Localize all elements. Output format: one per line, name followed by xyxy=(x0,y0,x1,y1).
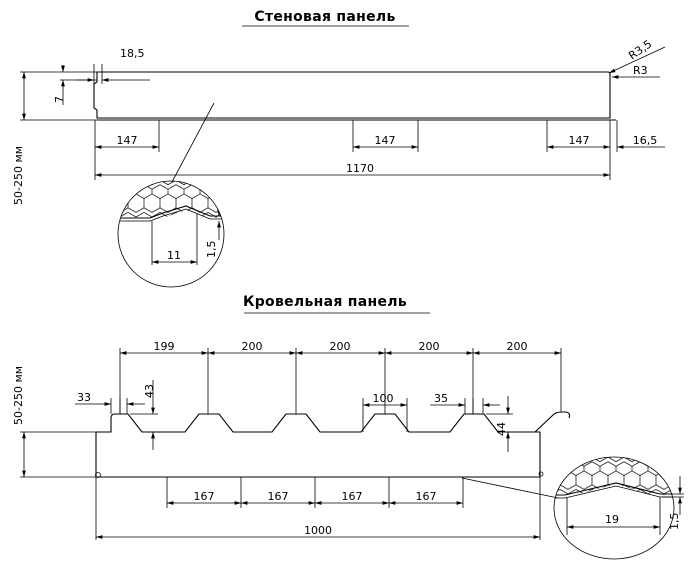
rib-detail-dimensions xyxy=(75,380,513,452)
rib-top-right-label: 35 xyxy=(434,392,448,405)
wall-total-width-label: 1170 xyxy=(346,162,374,175)
wall-detail-circle xyxy=(117,180,225,288)
roof-detail-circle xyxy=(553,456,675,560)
rib-pitch-label: 200 xyxy=(507,340,528,353)
rib-right-label: 147 xyxy=(569,134,590,147)
wall-rib-dimensions xyxy=(94,120,665,180)
bottom-pitch-label: 167 xyxy=(416,490,437,503)
rib-pitch-label: 199 xyxy=(154,340,175,353)
bottom-pitch-label: 167 xyxy=(342,490,363,503)
roof-pitch-dimensions xyxy=(119,348,562,414)
roof-detail-width-label: 19 xyxy=(605,513,619,526)
roof-panel-title: Кровельная панель xyxy=(243,294,407,310)
groove-dimensions xyxy=(60,64,150,105)
wall-detail-leader xyxy=(171,102,215,183)
rib-left-label: 147 xyxy=(117,134,138,147)
wall-detail-depth-label: 1,5 xyxy=(205,241,218,259)
wall-panel-body xyxy=(93,71,616,121)
wall-thickness-dimension xyxy=(20,71,97,121)
rib-top-middle-label: 100 xyxy=(373,392,394,405)
groove-depth-label: 7 xyxy=(53,96,66,103)
bottom-pitch-label: 167 xyxy=(194,490,215,503)
wall-thickness-label: 50-250 мм xyxy=(12,146,25,205)
roof-bottom-dimensions xyxy=(95,477,541,540)
roof-panel-body xyxy=(95,411,571,478)
rib-height-left-label: 43 xyxy=(143,384,156,398)
wall-panel-title: Стеновая панель xyxy=(254,9,395,25)
rib-height-right-label: 44 xyxy=(495,422,508,436)
bottom-pitch-label: 167 xyxy=(268,490,289,503)
roof-detail-depth-label: 1,5 xyxy=(668,513,681,531)
roof-detail-leader xyxy=(461,477,559,499)
edge-label: 16,5 xyxy=(633,134,658,147)
rib-pitch-label: 200 xyxy=(419,340,440,353)
radius-inner-label: R3 xyxy=(633,64,648,77)
roof-detail-depth-dimension xyxy=(662,476,684,515)
roof-thickness-dimension xyxy=(20,431,96,478)
rib-pitch-label: 200 xyxy=(242,340,263,353)
groove-width-label: 18,5 xyxy=(120,47,145,60)
radius-leaders xyxy=(608,46,666,79)
rib-top-left-label: 33 xyxy=(77,391,91,404)
roof-thickness-label: 50-250 мм xyxy=(12,366,25,425)
roof-total-width-label: 1000 xyxy=(304,524,332,537)
rib-middle-label: 147 xyxy=(375,134,396,147)
rib-pitch-label: 200 xyxy=(330,340,351,353)
wall-detail-width-label: 11 xyxy=(167,249,181,262)
